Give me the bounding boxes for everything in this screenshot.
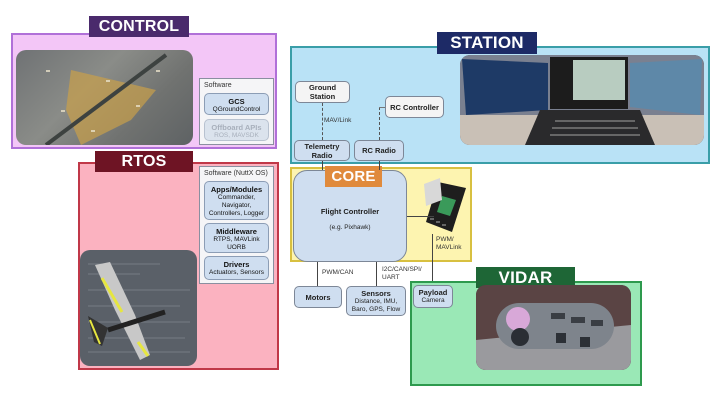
mavlink-connector (322, 103, 323, 140)
drivers-box: Drivers Actuators, Sensors (204, 256, 269, 280)
rtos-software-panel: Software (NuttX OS) Apps/Modules Command… (199, 166, 274, 284)
apps-modules-heading: Apps/Modules (210, 185, 263, 194)
offboard-apis-heading: Offboard APIs (211, 123, 262, 132)
drivers-heading: Drivers (223, 260, 250, 269)
control-software-panel: Software GCS QGroundControl Offboard API… (199, 78, 274, 145)
rc-radio-node: RC Radio (354, 140, 404, 161)
pixhawk-hardware-photo (420, 176, 470, 234)
middleware-heading: Middleware (216, 227, 257, 236)
pwm-mavlink-label: PWM/ MAVLink (436, 236, 462, 251)
payload-connector (432, 234, 433, 286)
payload-heading: Payload (418, 288, 448, 297)
gcs-detail: QGroundControl (212, 106, 261, 113)
motors-connector (317, 262, 318, 286)
rc-radio-label: RC Radio (362, 146, 396, 155)
map-overlay-icon (44, 53, 168, 145)
rc-connector (379, 107, 380, 140)
fixed-wing-drone-code-photo (80, 250, 197, 366)
rc-connector-horizontal (379, 107, 385, 108)
payload-detail: Camera (421, 297, 445, 304)
control-software-label: Software (204, 82, 232, 89)
gimbal-camera-icon (476, 285, 631, 370)
sensors-heading: Sensors (361, 288, 391, 298)
rtos-software-label: Software (NuttX OS) (204, 170, 268, 177)
offboard-apis-box: Offboard APIs ROS, MAVSDK (204, 119, 269, 141)
drone-icon (88, 262, 190, 360)
flight-controller-heading: Flight Controller (320, 206, 380, 216)
middleware-box: Middleware RTPS, MAVLink UORB (204, 223, 269, 253)
apps-modules-detail: Commander, Navigator, Controllers, Logge… (208, 194, 265, 217)
motors-node: Motors (294, 286, 342, 308)
payload-node: Payload Camera (413, 285, 453, 308)
flight-controller-detail: (e.g. Pixhawk) (329, 223, 371, 231)
gcs-heading: GCS (228, 97, 245, 106)
fc-pixhawk-connector (407, 216, 434, 217)
ground-station-monitors-photo (460, 55, 704, 145)
monitors-icon (460, 55, 704, 145)
ground-station-node: Ground Station (295, 81, 350, 103)
rtos-title: RTOS (95, 151, 193, 172)
rc-controller-node: RC Controller (385, 96, 444, 118)
gimbal-camera-photo (476, 285, 631, 370)
station-title: STATION (437, 32, 537, 54)
rc-controller-label: RC Controller (390, 102, 439, 112)
satellite-map-photo (16, 50, 193, 145)
sensors-connector (376, 262, 377, 286)
sensors-node: Sensors Distance, IMU, Baro, GPS, Flow (346, 286, 406, 316)
core-station-connector-1 (322, 161, 323, 170)
apps-modules-box: Apps/Modules Commander, Navigator, Contr… (204, 181, 269, 220)
drivers-detail: Actuators, Sensors (209, 269, 264, 276)
motors-label: Motors (305, 292, 331, 302)
mavlink-label: MAV/Link (324, 117, 352, 124)
sensors-detail: Distance, IMU, Baro, GPS, Flow (351, 297, 401, 313)
pixhawk-icon (424, 178, 466, 232)
control-title: CONTROL (89, 16, 189, 37)
gcs-box: GCS QGroundControl (204, 93, 269, 115)
core-title: CORE (325, 166, 382, 187)
core-station-connector-2 (379, 161, 380, 170)
ground-station-label: Ground Station (308, 83, 337, 101)
middleware-detail: RTPS, MAVLink UORB (213, 236, 260, 251)
telemetry-radio-node: Telemetry Radio (294, 140, 350, 161)
telemetry-radio-label: Telemetry Radio (304, 141, 340, 160)
i2c-can-spi-uart-label: I2C/CAN/SPI/ UART (382, 266, 422, 281)
offboard-apis-detail: ROS, MAVSDK (214, 132, 259, 139)
vidar-title: VIDAR (476, 267, 575, 288)
pwm-can-label: PWM/CAN (322, 269, 354, 276)
